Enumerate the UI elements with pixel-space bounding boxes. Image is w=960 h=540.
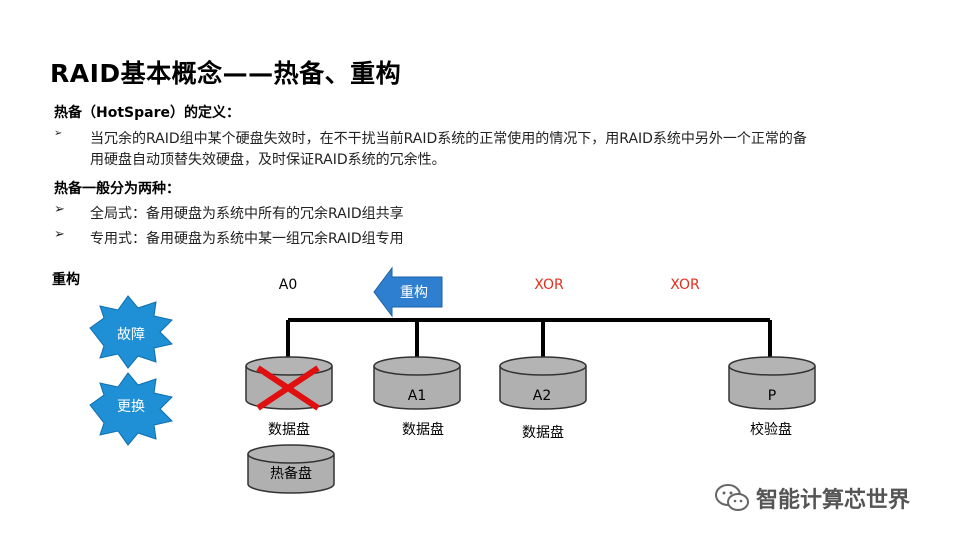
- replace-burst: 更换: [89, 372, 173, 446]
- types-heading: 热备一般分为两种：: [54, 181, 180, 197]
- definition-text-line2: 用硬盘自动顶替失效硬盘，及时保证RAID系统的冗余性。: [90, 152, 446, 168]
- disk-caption: 校验盘: [750, 421, 792, 438]
- page-title: RAID基本概念——热备、重构: [50, 59, 402, 88]
- types-item-dedicated: 专用式：备用硬盘为系统中某一组冗余RAID组专用: [90, 231, 404, 247]
- label-xor-2: XOR: [670, 277, 700, 293]
- disk-caption: 数据盘: [402, 421, 444, 438]
- wechat-icon: [715, 484, 749, 511]
- bullet-arrow-icon: ➢: [54, 128, 63, 139]
- hot-spare-label: 热备盘: [270, 465, 312, 482]
- disk-caption: 数据盘: [522, 424, 564, 441]
- label-a0: A0: [279, 277, 297, 293]
- disk-name: P: [768, 388, 776, 404]
- replace-label: 更换: [117, 398, 145, 415]
- disk-a2: A2 数据盘: [499, 356, 587, 441]
- disk-name: A2: [533, 388, 551, 404]
- bus-lines: [286, 318, 772, 360]
- disk-name: A1: [408, 388, 426, 404]
- disk-parity: P 校验盘: [728, 356, 816, 438]
- fault-label: 故障: [117, 327, 145, 343]
- bullet-arrow-icon: ➢: [54, 202, 65, 217]
- fault-burst: 故障: [89, 295, 173, 369]
- watermark: 智能计算芯世界: [714, 482, 910, 514]
- rebuild-arrow-icon: 重构: [373, 266, 443, 318]
- disk-hot-spare: 热备盘: [247, 444, 335, 494]
- rebuild-heading: 重构: [52, 271, 80, 288]
- disk-a1: A1 数据盘: [373, 356, 461, 438]
- bullet-arrow-icon: ➢: [54, 227, 65, 242]
- definition-heading: 热备（HotSpare）的定义：: [54, 105, 240, 121]
- disk-failed: 数据盘: [245, 356, 333, 438]
- definition-text-line1: 当冗余的RAID组中某个硬盘失效时，在不干扰当前RAID系统的正常使用的情况下，…: [90, 131, 807, 147]
- watermark-text: 智能计算芯世界: [756, 488, 911, 513]
- types-item-global: 全局式：备用硬盘为系统中所有的冗余RAID组共享: [90, 206, 404, 222]
- rebuild-arrow-label: 重构: [400, 285, 428, 301]
- label-xor-1: XOR: [534, 277, 564, 293]
- disk-caption: 数据盘: [268, 421, 310, 438]
